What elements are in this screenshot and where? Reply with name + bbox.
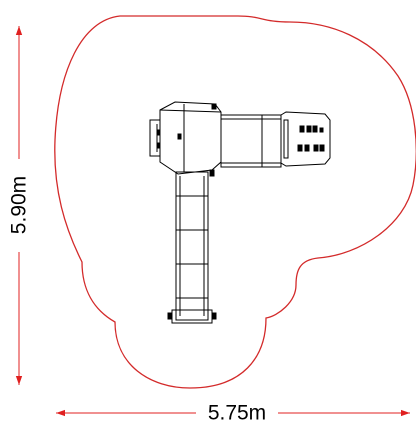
crawl-tunnel xyxy=(220,114,282,168)
height-dimension: 5.90m xyxy=(8,26,31,385)
slide-chute xyxy=(167,169,217,324)
height-label: 5.90m xyxy=(8,176,31,234)
tower-platform xyxy=(149,101,222,175)
safety-zone-outline xyxy=(54,15,416,389)
width-label: 5.75m xyxy=(208,402,266,425)
climbing-wall xyxy=(280,111,331,167)
width-dimension: 5.75m xyxy=(56,402,410,425)
